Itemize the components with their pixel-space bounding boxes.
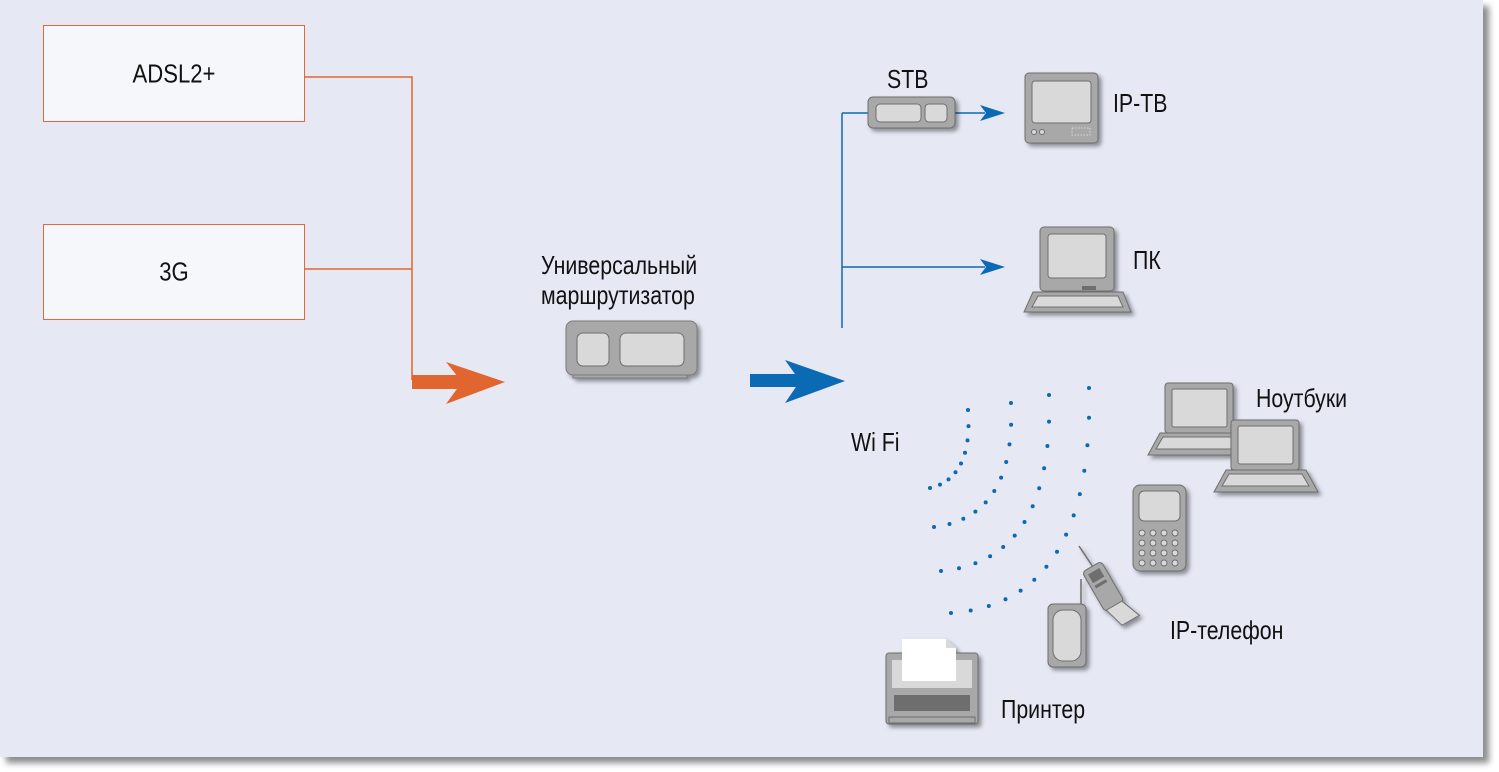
source-connector — [305, 76, 413, 380]
keypad-button — [1171, 529, 1179, 537]
wifi-dot — [1071, 513, 1076, 518]
iptv-label: IP-TB — [1113, 88, 1168, 118]
wifi-dot — [1009, 422, 1014, 427]
wifi-dot — [973, 509, 978, 514]
wifi-dot — [1007, 442, 1012, 447]
laptops-label: Ноутбуки — [1256, 383, 1348, 413]
source-box-3g: 3G — [43, 224, 305, 320]
arrow-to-pc-icon — [980, 259, 1005, 275]
wifi-dot — [957, 566, 961, 571]
wifi-dot — [1004, 460, 1009, 464]
wifi-dot — [1009, 401, 1013, 405]
wifi-dot — [1077, 492, 1082, 497]
wifi-dot — [946, 477, 951, 482]
wifi-dot — [949, 611, 953, 615]
wifi-dot — [959, 461, 963, 466]
wifi-dot — [973, 561, 978, 566]
wifi-dot — [939, 569, 943, 573]
keypad-button — [1149, 539, 1157, 547]
diagram-panel — [0, 0, 1483, 757]
keypad-button — [1138, 529, 1146, 537]
wifi-dot — [1087, 415, 1091, 420]
wifi-dot — [1045, 444, 1050, 448]
base-station-icon — [1047, 579, 1087, 668]
keypad-button — [1149, 559, 1157, 567]
source-box-adsl: ADSL2+ — [43, 25, 305, 122]
wifi-dot — [1032, 577, 1037, 582]
printer-label: Принтер — [1001, 694, 1086, 724]
router-label-line2: маршрутизатор — [541, 280, 695, 310]
wifi-dot — [1037, 486, 1042, 491]
ip-phone-icon — [1132, 484, 1187, 572]
wifi-dot — [1047, 393, 1051, 397]
wifi-dot — [965, 438, 970, 443]
wifi-dot — [986, 604, 991, 608]
wifi-dot — [983, 500, 988, 505]
ip-phone-label: IP-телефон — [1170, 615, 1284, 645]
laptop-icon — [1213, 419, 1319, 493]
wifi-dot — [932, 525, 936, 529]
keypad-button — [1171, 549, 1179, 557]
wifi-dot — [963, 450, 967, 455]
keypad-button — [1138, 559, 1146, 567]
source-label-adsl: ADSL2+ — [132, 58, 216, 88]
wifi-dot — [947, 522, 952, 526]
stb-icon — [867, 96, 956, 129]
source-label-3g: 3G — [159, 256, 189, 287]
wifi-dot — [953, 470, 958, 475]
keypad-button — [1171, 559, 1179, 567]
wired-connector — [841, 112, 985, 328]
wifi-dot — [928, 486, 932, 490]
pc-icon — [1023, 226, 1132, 313]
tv-icon — [1024, 72, 1099, 144]
orange-arrow-icon — [412, 362, 505, 404]
wifi-dot — [1003, 597, 1008, 602]
wifi-dot — [1030, 504, 1035, 509]
wifi-dot — [999, 475, 1004, 480]
wifi-dot — [992, 489, 997, 493]
keypad-button — [1138, 549, 1146, 557]
keypad-button — [1149, 549, 1157, 557]
keypad-button — [1149, 529, 1157, 537]
wifi-dot — [1018, 588, 1023, 593]
wifi-dot — [1047, 419, 1051, 424]
wifi-dot — [1022, 520, 1027, 524]
wifi-dot — [938, 482, 942, 487]
wifi-dot — [968, 608, 973, 613]
keypad-button — [1160, 549, 1168, 557]
keypad-button — [1160, 559, 1168, 567]
router-icon — [565, 320, 698, 379]
keypad-button — [1171, 539, 1179, 547]
wifi-signal-icon — [928, 386, 1091, 615]
wifi-dot — [961, 516, 966, 521]
wifi-dot — [1042, 466, 1047, 471]
wifi-dot — [966, 424, 971, 429]
wifi-dot — [1085, 443, 1090, 448]
cordless-phone-icon — [1078, 545, 1141, 626]
wifi-dot — [1001, 545, 1006, 549]
wifi-label: Wi Fi — [851, 427, 900, 457]
keypad-button — [1138, 539, 1146, 547]
arrow-to-iptv-icon — [980, 105, 1005, 121]
wifi-dot — [966, 408, 970, 412]
laptop-icon — [1147, 382, 1249, 456]
blue-arrow-icon — [750, 360, 845, 403]
stb-label: STB — [887, 64, 929, 94]
wifi-dot — [988, 554, 993, 559]
wifi-dot — [1055, 549, 1059, 554]
router-label-line1: Универсальный — [541, 250, 698, 280]
wifi-dot — [1087, 386, 1091, 390]
keypad-button — [1160, 529, 1168, 537]
keypad-button — [1160, 539, 1168, 547]
pc-label: ПК — [1133, 245, 1161, 275]
wifi-dot — [1012, 533, 1017, 538]
printer-icon — [885, 639, 979, 725]
wifi-dot — [1064, 532, 1069, 537]
wifi-dot — [1082, 468, 1087, 473]
wifi-dot — [1044, 564, 1049, 569]
